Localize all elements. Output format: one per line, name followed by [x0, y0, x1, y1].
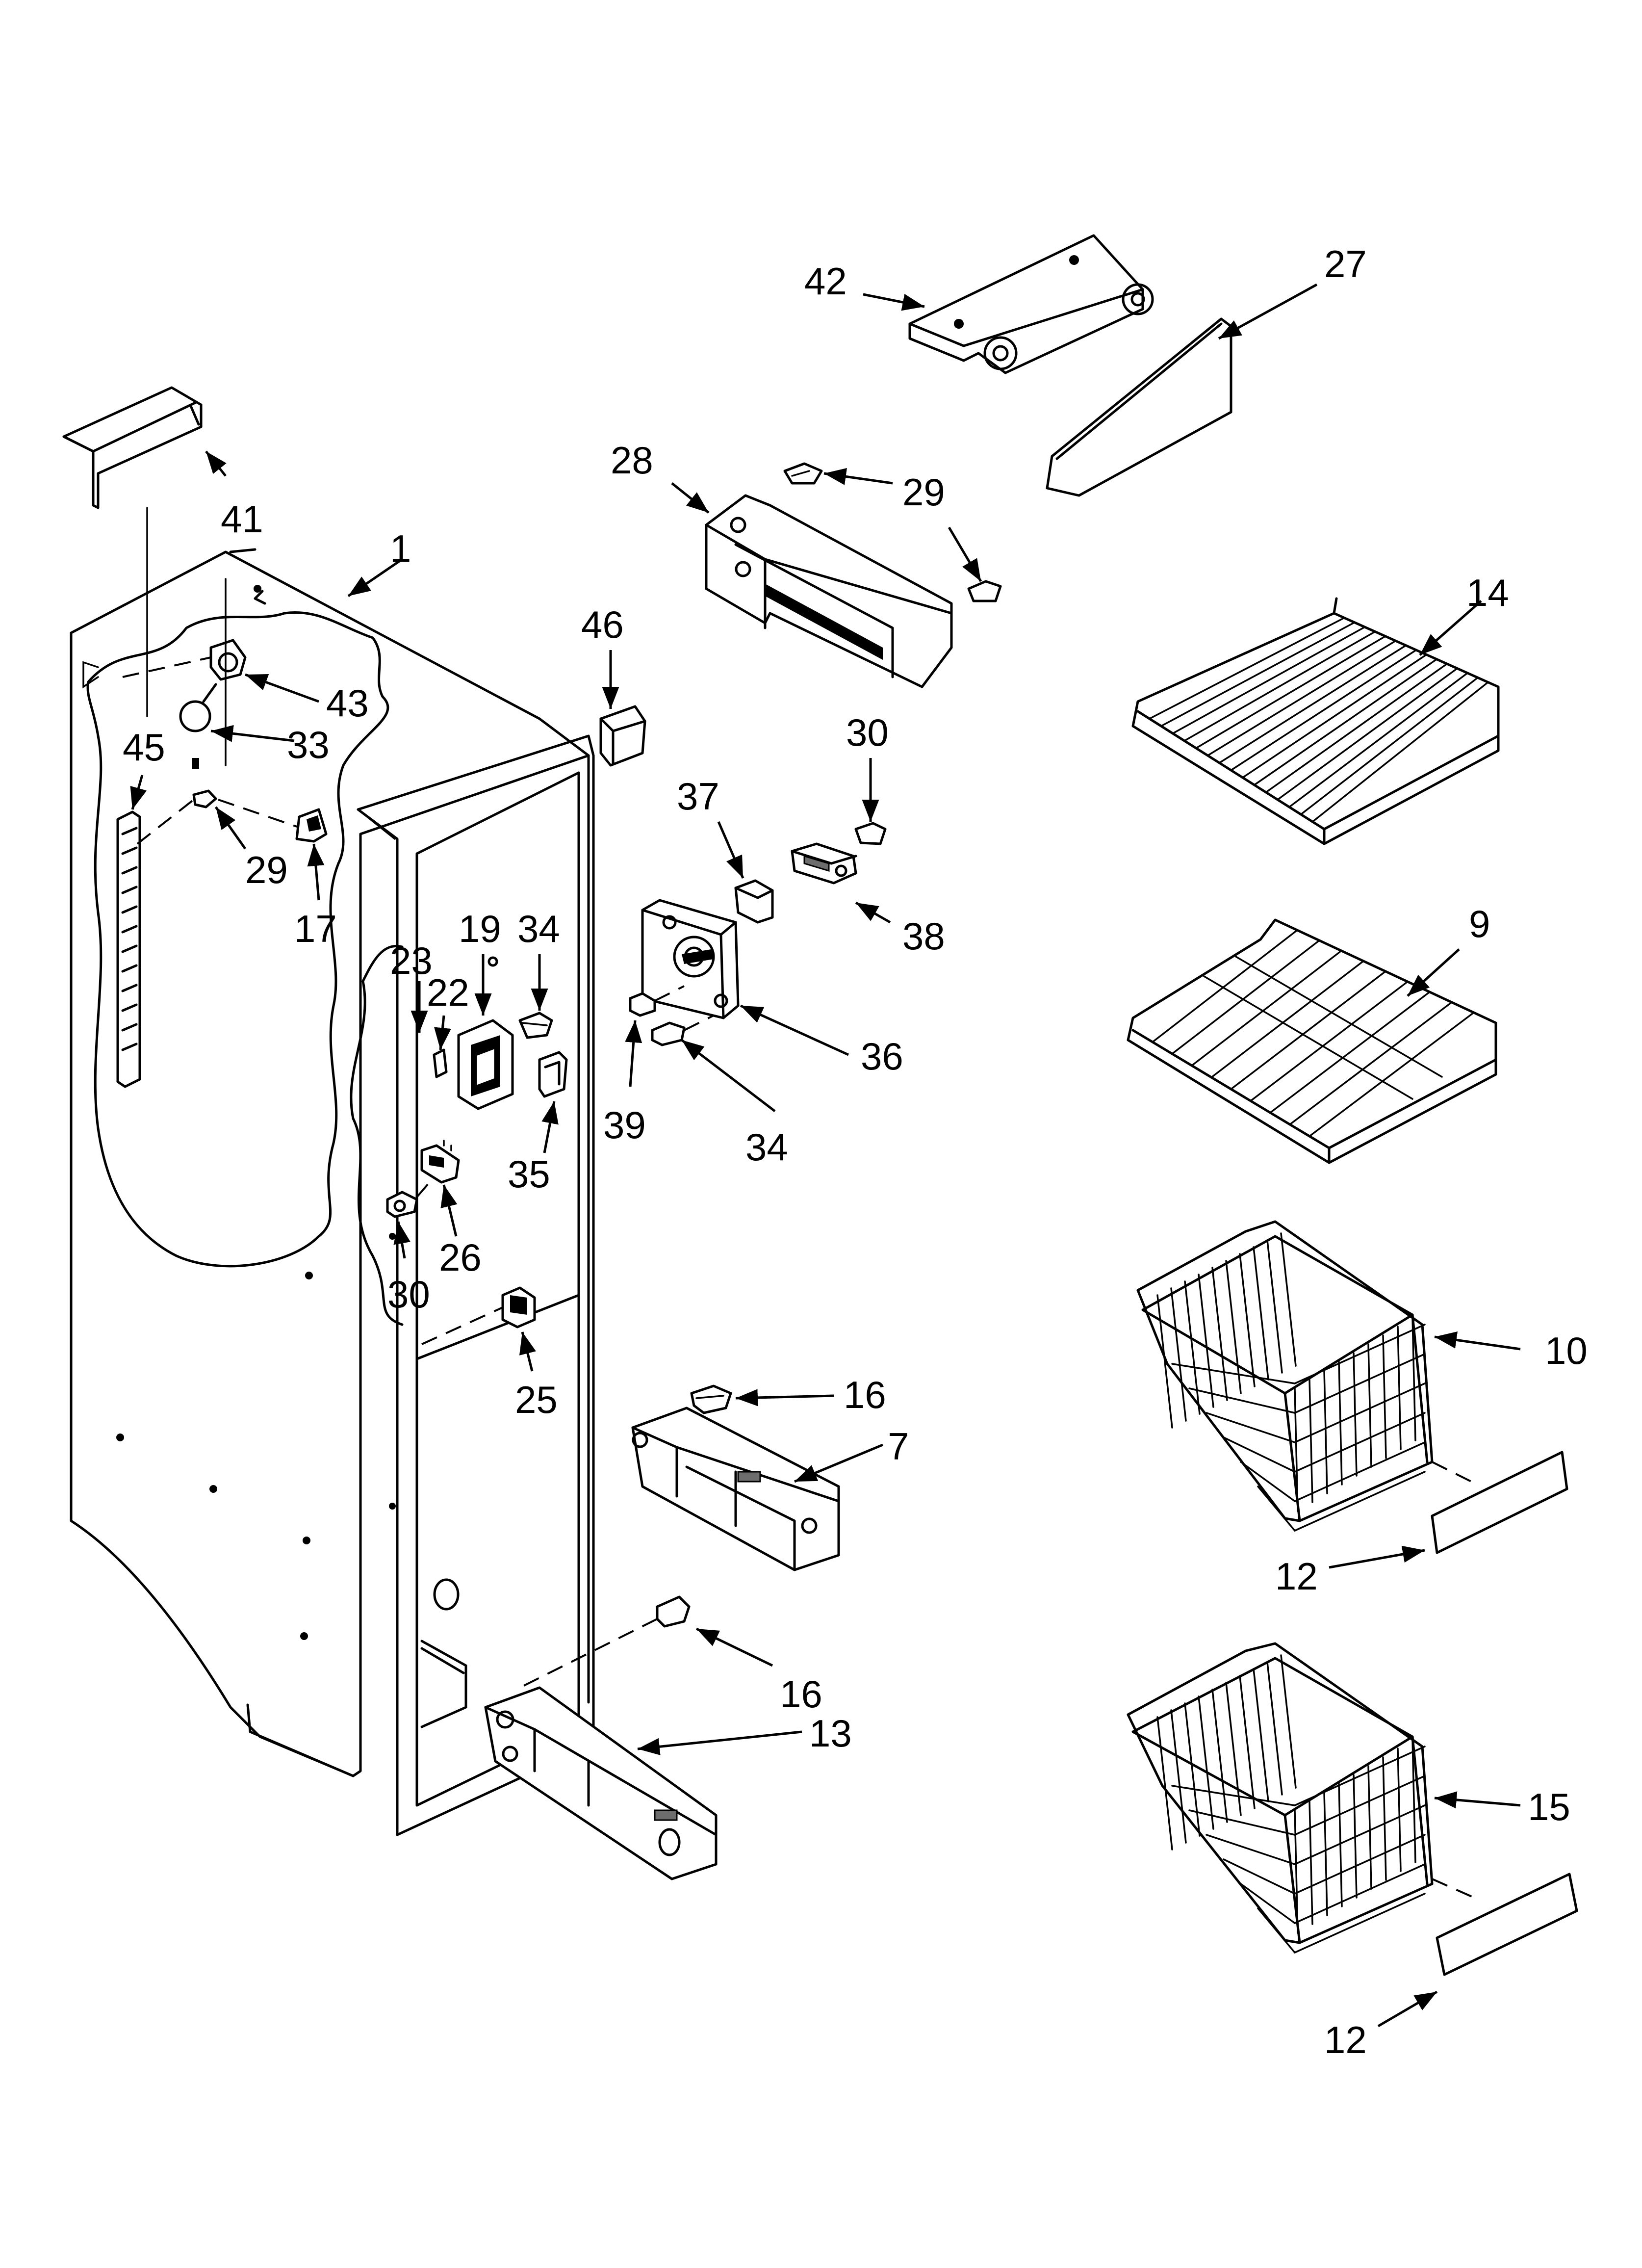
callout-13: 13	[809, 1712, 852, 1755]
top-trim-part-41	[62, 386, 203, 717]
callout-27: 27	[1324, 242, 1367, 286]
callout-15: 15	[1528, 1785, 1570, 1828]
plug-part-39	[629, 985, 685, 1017]
bracket-part-37	[734, 879, 774, 924]
callout-41: 41	[221, 497, 263, 541]
callout-19: 19	[459, 907, 501, 950]
callout-labels: 42 27 41 28 29 1 14 46 43 33 45 30 37 29…	[123, 242, 1588, 2061]
housing-part-28	[705, 494, 953, 688]
callout-36: 36	[861, 1035, 903, 1078]
callout-33: 33	[287, 723, 330, 766]
callout-38: 38	[902, 914, 945, 958]
cap-part-46	[599, 705, 646, 767]
callout-30-right: 30	[846, 711, 889, 754]
callout-37: 37	[677, 775, 719, 818]
screw-part-29-top	[783, 462, 823, 485]
control-housing-part-36	[641, 899, 740, 1019]
board-part-26	[420, 1140, 460, 1184]
callout-1: 1	[390, 527, 411, 570]
callout-42: 42	[804, 260, 847, 303]
screw-part-16-lower	[519, 1595, 691, 1689]
screw-part-30-left	[386, 1179, 433, 1218]
screw-part-30-right	[854, 822, 887, 845]
bracket-part-17	[192, 758, 328, 843]
callout-29-top: 29	[902, 470, 945, 514]
callout-34-upper: 34	[517, 907, 560, 950]
front-plate-part-12-lower	[1432, 1873, 1578, 1976]
rail-part-45	[116, 810, 141, 1088]
callout-17: 17	[294, 907, 337, 950]
wire-shelf-part-14	[1131, 597, 1500, 845]
screw-part-29-right	[967, 580, 1002, 602]
clip-part-22	[433, 1048, 448, 1078]
bracket-part-13	[484, 1686, 718, 1880]
front-plate-part-12-upper	[1431, 1451, 1568, 1554]
callout-16-upper: 16	[844, 1373, 886, 1416]
panel-part-27	[1046, 317, 1232, 497]
callout-39: 39	[603, 1103, 646, 1147]
callout-9: 9	[1469, 902, 1490, 945]
callout-7: 7	[888, 1425, 909, 1468]
wire-basket-part-10	[1136, 1220, 1434, 1532]
light-socket-part-43	[122, 578, 247, 766]
bracket-part-7	[631, 1407, 840, 1571]
clip-part-35	[538, 1051, 568, 1098]
callout-28: 28	[611, 439, 653, 482]
callout-10: 10	[1545, 1329, 1588, 1372]
housing-part-19	[457, 956, 514, 1110]
callout-43: 43	[326, 681, 369, 725]
callout-12-upper: 12	[1275, 1555, 1318, 1598]
callout-25: 25	[515, 1378, 558, 1421]
screw-part-29-left	[136, 789, 305, 845]
callout-34-lower: 34	[745, 1125, 788, 1169]
callout-arrows	[130, 283, 1521, 2028]
callout-26: 26	[439, 1236, 482, 1279]
callout-45: 45	[123, 726, 165, 769]
callout-29-left: 29	[245, 848, 288, 891]
component-part-38	[791, 842, 857, 885]
switch-part-25	[421, 1286, 536, 1345]
callout-35: 35	[508, 1152, 550, 1196]
callout-16-lower: 16	[780, 1672, 822, 1716]
screw-part-34-upper	[518, 1012, 553, 1039]
callout-46: 46	[581, 603, 624, 646]
callout-23: 23	[390, 939, 433, 982]
callout-12-lower: 12	[1324, 2018, 1367, 2061]
hinge-cover-part-42	[908, 234, 1154, 374]
wire-basket-part-15	[1127, 1642, 1434, 1954]
callout-14: 14	[1466, 571, 1509, 614]
callout-22: 22	[427, 971, 469, 1014]
wire-shelf-part-9	[1127, 918, 1497, 1164]
screw-part-16-upper	[690, 1384, 732, 1414]
callout-30-left: 30	[387, 1273, 430, 1316]
